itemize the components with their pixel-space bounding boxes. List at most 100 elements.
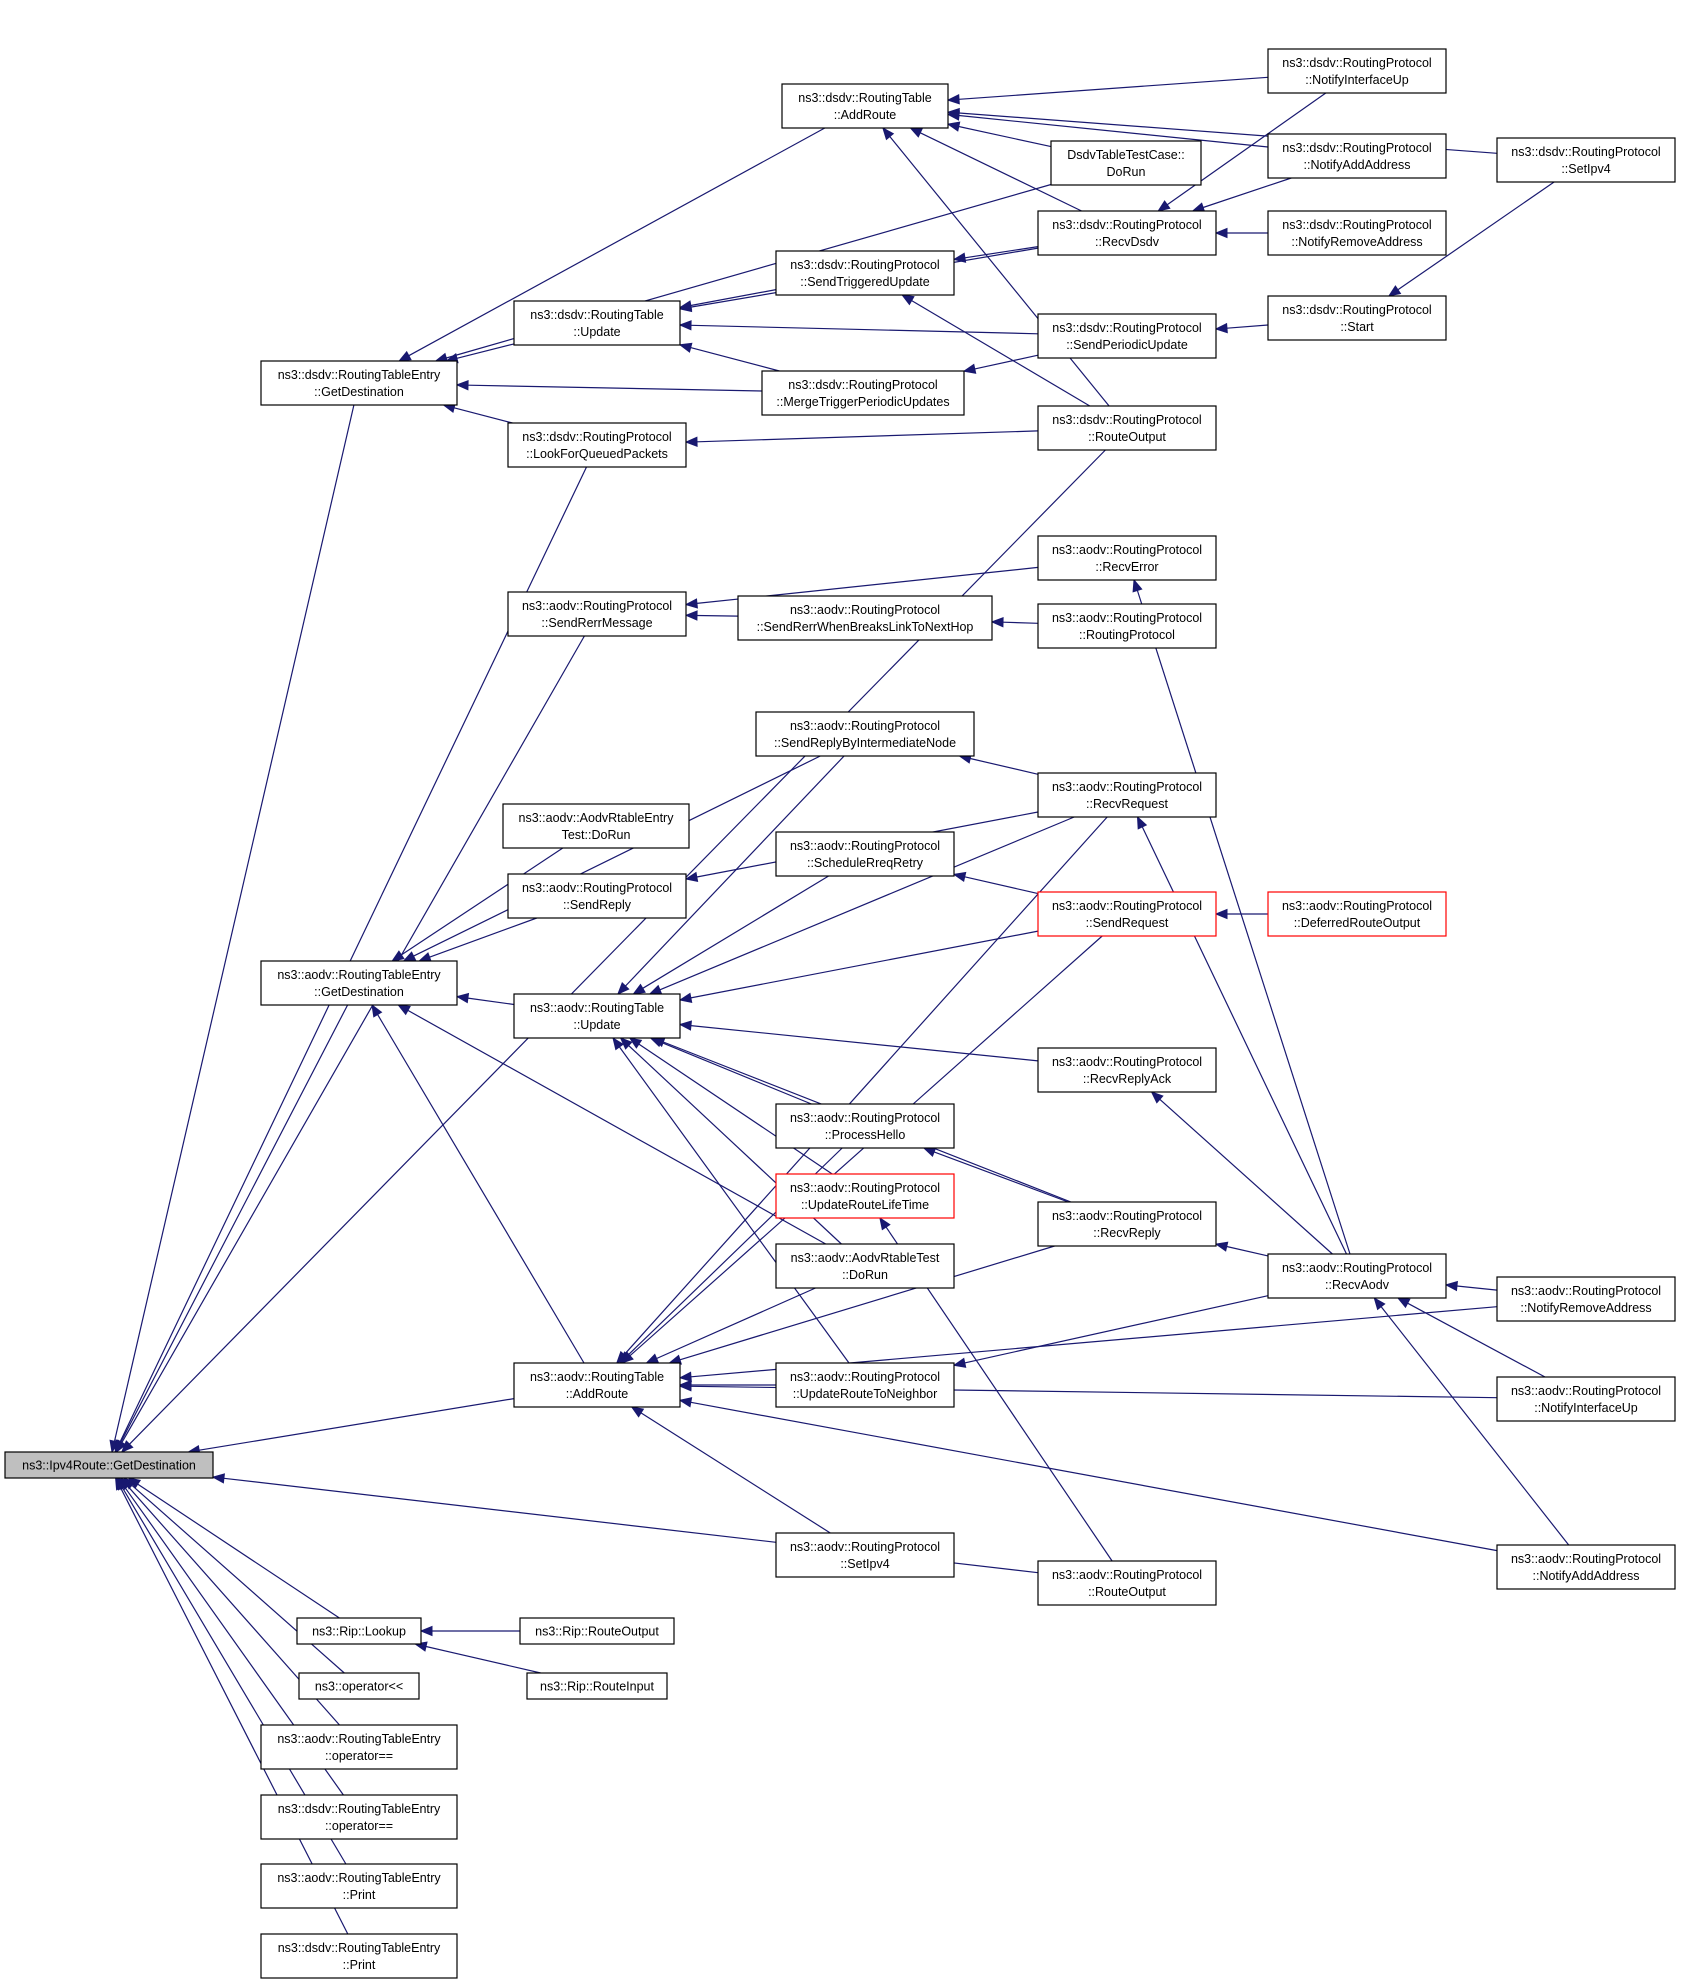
node-label: ::RouteOutput <box>1088 1585 1166 1599</box>
node-dsdvRP_SendTrig[interactable]: ns3::dsdv::RoutingProtocol::SendTriggere… <box>775 250 955 296</box>
node-label: ns3::aodv::RoutingProtocol <box>1511 1552 1661 1566</box>
node-label: ns3::Rip::RouteOutput <box>535 1625 659 1639</box>
node-aodvRTE_opEq[interactable]: ns3::aodv::RoutingTableEntry::operator== <box>260 1724 458 1770</box>
node-label: ns3::Ipv4Route::GetDestination <box>22 1459 196 1473</box>
edge-aodvRP_SendRequest-to-aodvRT_Update <box>678 930 1039 1004</box>
node-box <box>1267 48 1447 94</box>
edge-arrowhead <box>952 1357 967 1368</box>
node-aodvRP_RecvAodv[interactable]: ns3::aodv::RoutingProtocol::RecvAodv <box>1267 1253 1447 1299</box>
node-rip_RouteOutput[interactable]: ns3::Rip::RouteOutput <box>519 1617 675 1645</box>
node-root[interactable]: ns3::Ipv4Route::GetDestination <box>4 1451 214 1479</box>
edge-arrowhead <box>612 1036 625 1051</box>
node-dsdvRP_LookFor[interactable]: ns3::dsdv::RoutingProtocol::LookForQueue… <box>507 422 687 468</box>
edge-line <box>131 1484 345 1674</box>
node-box <box>1050 140 1202 186</box>
edge-arrowhead <box>1444 1280 1458 1292</box>
node-op_shift[interactable]: ns3::operator<< <box>298 1672 420 1700</box>
node-aodvRP_SetIpv4[interactable]: ns3::aodv::RoutingProtocol::SetIpv4 <box>775 1532 955 1578</box>
edge-line <box>964 246 1039 259</box>
edge-line <box>690 1025 1039 1062</box>
node-aodvRT_AddRoute[interactable]: ns3::aodv::RoutingTable::AddRoute <box>513 1362 681 1408</box>
node-aodvRP_SendReply[interactable]: ns3::aodv::RoutingProtocol::SendReply <box>507 873 687 919</box>
edge-arrowhead <box>1214 322 1228 334</box>
node-aodvRP_RecvReply[interactable]: ns3::aodv::RoutingProtocol::RecvReply <box>1037 1201 1217 1247</box>
node-box <box>1267 210 1447 256</box>
edge-dsdvRP_NotifyRemove-to-dsdvRP_RecvDsdv <box>1214 227 1268 239</box>
node-rip_Lookup[interactable]: ns3::Rip::Lookup <box>296 1617 422 1645</box>
node-aodvRP_RP[interactable]: ns3::aodv::RoutingProtocol::RoutingProto… <box>1037 603 1217 649</box>
edge-line <box>120 1487 349 1935</box>
node-aodvRTE_Print[interactable]: ns3::aodv::RoutingTableEntry::Print <box>260 1863 458 1909</box>
node-label: ::RecvReplyAck <box>1083 1072 1172 1086</box>
node-label: ::UpdateRouteToNeighbor <box>793 1387 938 1401</box>
node-dsdvRP_Merge[interactable]: ns3::dsdv::RoutingProtocol::MergeTrigger… <box>761 370 965 416</box>
node-aodvRP_SendRequest[interactable]: ns3::aodv::RoutingProtocol::SendRequest <box>1037 891 1217 937</box>
node-aodvRP_RecvError[interactable]: ns3::aodv::RoutingProtocol::RecvError <box>1037 535 1217 581</box>
node-dsdvRTE_opEq[interactable]: ns3::dsdv::RoutingTableEntry::operator== <box>260 1794 458 1840</box>
edge-aodvRP_RecvRequest-to-aodvRP_SendReplyInter <box>958 753 1039 775</box>
edge-line <box>659 816 1075 991</box>
node-label: ns3::aodv::RoutingTableEntry <box>277 968 441 982</box>
node-dsdvRP_NotifyRemove[interactable]: ns3::dsdv::RoutingProtocol::NotifyRemove… <box>1267 210 1447 256</box>
node-aodvRP_NotifyIfUp[interactable]: ns3::aodv::RoutingProtocol::NotifyInterf… <box>1496 1376 1676 1422</box>
edge-arrowhead <box>1387 285 1402 297</box>
node-dsdvRP_Start[interactable]: ns3::dsdv::RoutingProtocol::Start <box>1267 295 1447 341</box>
node-aodvRP_RecvRequest[interactable]: ns3::aodv::RoutingProtocol::RecvRequest <box>1037 772 1217 818</box>
node-box <box>513 993 681 1039</box>
node-aodvRP_ProcessHello[interactable]: ns3::aodv::RoutingProtocol::ProcessHello <box>775 1103 955 1149</box>
node-box <box>513 1362 681 1408</box>
edge-dsdvTest_DoRun-to-dsdvRT_AddRoute <box>946 121 1052 148</box>
node-label: ns3::aodv::RoutingProtocol <box>1052 1209 1202 1223</box>
node-aodvRP_UpdateLife[interactable]: ns3::aodv::RoutingProtocol::UpdateRouteL… <box>775 1173 955 1219</box>
node-dsdvRT_AddRoute[interactable]: ns3::dsdv::RoutingTable::AddRoute <box>781 83 949 129</box>
node-dsdvRP_NotifyAdd[interactable]: ns3::dsdv::RoutingProtocol::NotifyAddAdd… <box>1267 133 1447 179</box>
node-label: ::ScheduleRreqRetry <box>807 856 924 870</box>
node-aodvRP_NotifyRemove[interactable]: ns3::aodv::RoutingProtocol::NotifyRemove… <box>1496 1276 1676 1322</box>
edge-aodvRT_AddRoute-to-root <box>187 1398 515 1456</box>
node-aodvRP_SendRerrMsg[interactable]: ns3::aodv::RoutingProtocol::SendRerrMess… <box>507 591 687 637</box>
node-aodvRP_NotifyAdd[interactable]: ns3::aodv::RoutingProtocol::NotifyAddAdd… <box>1496 1544 1676 1590</box>
node-aodvRP_Deferred[interactable]: ns3::aodv::RoutingProtocol::DeferredRout… <box>1267 891 1447 937</box>
node-aodvRP_UpdateNeighbor[interactable]: ns3::aodv::RoutingProtocol::UpdateRouteT… <box>775 1362 955 1408</box>
node-box <box>775 1362 955 1408</box>
edge-arrowhead <box>648 984 663 995</box>
node-aodvRP_RouteOutput[interactable]: ns3::aodv::RoutingProtocol::RouteOutput <box>1037 1560 1217 1606</box>
edge-arrowhead <box>684 871 699 883</box>
node-aodvRT_Update[interactable]: ns3::aodv::RoutingTable::Update <box>513 993 681 1039</box>
node-aodvRP_RecvReplyAck[interactable]: ns3::aodv::RoutingProtocol::RecvReplyAck <box>1037 1047 1217 1093</box>
node-label: ns3::aodv::RoutingProtocol <box>790 603 940 617</box>
node-aodvRTE_GetDest[interactable]: ns3::aodv::RoutingTableEntry::GetDestina… <box>260 960 458 1006</box>
node-aodvRTest_DoRun[interactable]: ns3::aodv::AodvRtableTest::DoRun <box>775 1243 955 1289</box>
node-label: ns3::aodv::RoutingProtocol <box>522 599 672 613</box>
node-dsdvTest_DoRun[interactable]: DsdvTableTestCase::DoRun <box>1050 140 1202 186</box>
node-rip_RouteInput[interactable]: ns3::Rip::RouteInput <box>526 1672 668 1700</box>
node-dsdvRP_RouteOutput[interactable]: ns3::dsdv::RoutingProtocol::RouteOutput <box>1037 405 1217 451</box>
edge-dsdvRP_SendPeriodic-to-dsdvRP_Merge <box>962 354 1039 374</box>
edge-line <box>640 1412 831 1534</box>
node-dsdvRP_SetIpv4[interactable]: ns3::dsdv::RoutingProtocol::SetIpv4 <box>1496 137 1676 183</box>
node-box <box>1267 1253 1447 1299</box>
node-dsdvRTE_GetDest[interactable]: ns3::dsdv::RoutingTableEntry::GetDestina… <box>260 360 458 406</box>
node-aodvRP_SendReplyInter[interactable]: ns3::aodv::RoutingProtocol::SendReplyByI… <box>755 711 975 757</box>
edge-line <box>429 917 538 958</box>
node-box <box>1496 137 1676 183</box>
node-label: ns3::aodv::RoutingProtocol <box>1052 1055 1202 1069</box>
node-dsdvRP_RecvDsdv[interactable]: ns3::dsdv::RoutingProtocol::RecvDsdv <box>1037 210 1217 256</box>
node-label: ns3::aodv::RoutingProtocol <box>1052 780 1202 794</box>
edge-dsdvRP_RecvDsdv-to-dsdvRP_SendTrig <box>952 246 1039 263</box>
edge-dsdvRP_SetIpv4-to-dsdvRP_Start <box>1387 181 1555 297</box>
edge-dsdvRP_SendTrig-to-dsdvRT_Update <box>678 289 777 311</box>
node-dsdvRTE_Print[interactable]: ns3::dsdv::RoutingTableEntry::Print <box>260 1933 458 1979</box>
node-aodvRP_SendRerrBreaks[interactable]: ns3::aodv::RoutingProtocol::SendRerrWhen… <box>737 595 993 641</box>
node-dsdvRT_Update[interactable]: ns3::dsdv::RoutingTable::Update <box>513 300 681 346</box>
edge-line <box>623 816 1108 1356</box>
edge-aodvRT_AddRoute-to-aodvRTE_GetDest <box>371 1003 585 1364</box>
node-box <box>507 873 687 919</box>
edge-line <box>690 930 1039 999</box>
node-layer: ns3::Ipv4Route::GetDestinationns3::dsdv:… <box>4 48 1676 1979</box>
node-dsdvRP_SendPeriodic[interactable]: ns3::dsdv::RoutingProtocol::SendPeriodic… <box>1037 313 1217 359</box>
node-dsdvRP_NotifyIfUp[interactable]: ns3::dsdv::RoutingProtocol::NotifyInterf… <box>1267 48 1447 94</box>
node-aodvRP_SchedRreq[interactable]: ns3::aodv::RoutingProtocol::ScheduleRreq… <box>775 831 955 877</box>
edge-line <box>638 1043 833 1175</box>
